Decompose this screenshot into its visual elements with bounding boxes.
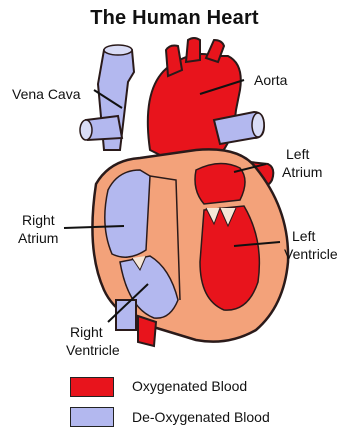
label-left-atrium-line1: Left — [286, 146, 309, 163]
legend-label-oxygenated: Oxygenated Blood — [132, 378, 247, 395]
label-right-atrium-line1: Right — [22, 212, 55, 229]
label-vena-cava: Vena Cava — [12, 86, 81, 103]
label-right-ventricle-line2: Ventricle — [66, 342, 120, 359]
label-left-ventricle-line1: Left — [292, 228, 315, 245]
aorta-branch-2 — [186, 38, 200, 62]
aorta-branch-1 — [166, 46, 182, 77]
left-atrium-chamber — [195, 163, 245, 204]
vena-cava-opening — [104, 45, 132, 55]
label-right-atrium-line2: Atrium — [18, 230, 58, 247]
label-right-ventricle-line1: Right — [70, 324, 103, 341]
label-left-atrium-line2: Atrium — [282, 164, 322, 181]
legend-swatch-oxygenated — [70, 377, 114, 397]
label-aorta: Aorta — [254, 72, 287, 89]
legend-label-deoxygenated: De-Oxygenated Blood — [132, 409, 270, 426]
legend-swatch-deoxygenated — [70, 407, 114, 427]
right-atrium-chamber — [105, 170, 150, 257]
descending-aorta — [138, 316, 156, 346]
label-left-ventricle-line2: Ventricle — [284, 246, 338, 263]
